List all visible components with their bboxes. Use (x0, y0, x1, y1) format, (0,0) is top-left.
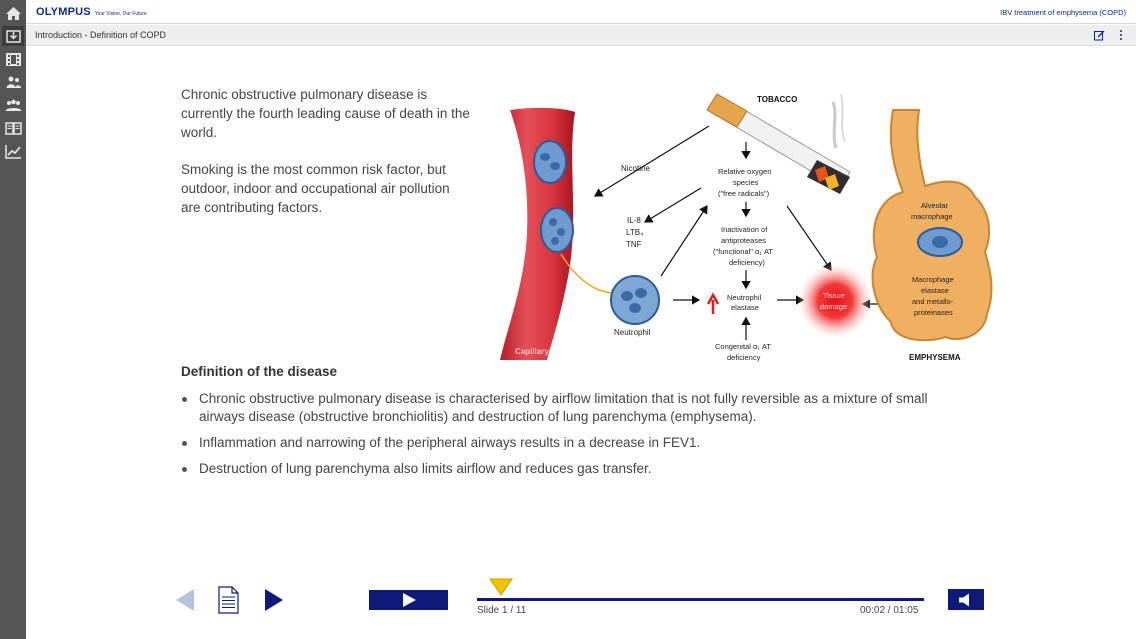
volume-button[interactable] (948, 589, 984, 610)
cytokine-label: TNF (626, 240, 642, 249)
neutrophil-label: Neutrophil (614, 328, 651, 337)
users-icon (6, 76, 21, 88)
notes-button[interactable] (218, 586, 239, 614)
film-icon (5, 52, 21, 66)
progress-timeline[interactable] (477, 598, 924, 601)
capillary-label: Capillary (515, 347, 549, 356)
chart-icon (4, 144, 21, 159)
previous-slide-button[interactable] (174, 588, 196, 612)
cytokine-label: LTB₄ (626, 228, 643, 237)
pathway-arrows (593, 125, 887, 340)
download-button[interactable] (2, 26, 24, 46)
download-icon (5, 29, 21, 43)
slide-counter: Slide 1 / 11 (477, 605, 527, 616)
tissue-damage-label: Tissue (823, 291, 845, 300)
play-icon (402, 593, 416, 607)
tissue-damage-label: damage (820, 302, 847, 311)
tobacco-label: TOBACCO (757, 95, 797, 104)
congenital-label: Congenital α₁ AT (715, 342, 771, 351)
play-button[interactable] (369, 590, 448, 610)
group-button[interactable] (2, 95, 24, 115)
brand-tagline: Your Vision, Our Future (94, 11, 147, 17)
intro-paragraph: Smoking is the most common risk factor, … (181, 162, 450, 215)
group-icon (5, 99, 21, 111)
macrophage-elastase-label: elastase (921, 286, 949, 295)
home-button[interactable] (2, 3, 24, 23)
migration-arrow (560, 253, 614, 294)
next-arrow-icon (265, 589, 283, 611)
edit-icon[interactable] (1094, 30, 1105, 41)
diagram-svg: Capillary Neutrophil (500, 93, 993, 362)
inactivation-label: Inactivation of (721, 225, 768, 234)
alveolar-macrophage-label: macrophage (911, 212, 953, 221)
bullet-item: Chronic obstructive pulmonary disease is… (181, 390, 971, 426)
inactivation-label: deficiency) (729, 258, 765, 267)
intro-paragraph: Chronic obstructive pulmonary disease is… (181, 87, 470, 140)
timeline-scrubber[interactable] (489, 578, 514, 596)
intro-text: Chronic obstructive pulmonary disease is… (181, 85, 471, 235)
inactivation-label: ("functional" α₁ AT (713, 247, 773, 256)
increase-arrow-icon (706, 292, 720, 314)
more-options-icon[interactable] (1118, 29, 1124, 41)
library-button[interactable] (2, 118, 24, 138)
tissue-damage-glow (797, 263, 873, 339)
breadcrumb: Introduction - Definition of COPD (35, 30, 167, 40)
blood-cell (540, 207, 574, 253)
book-icon (4, 121, 22, 135)
course-title: IBV treatment of emphysema (COPD) (1000, 8, 1126, 17)
neutrophil-elastase-label: elastase (731, 303, 759, 312)
macrophage-elastase-label: proteinases (914, 308, 953, 317)
next-slide-button[interactable] (263, 588, 285, 612)
speaker-icon (959, 593, 969, 606)
copd-pathogenesis-diagram: Capillary Neutrophil (495, 82, 995, 367)
breadcrumb-bar: Introduction - Definition of COPD (26, 25, 1136, 46)
brand-name: OLYMPUS (36, 6, 91, 18)
congenital-label: deficiency (727, 353, 761, 362)
home-icon (5, 6, 21, 20)
inactivation-label: antiproteases (721, 236, 766, 245)
definition-heading: Definition of the disease (181, 364, 338, 379)
cigarette-illustration (706, 93, 851, 194)
blood-cell (533, 140, 567, 184)
cytokine-label: IL-8 (627, 216, 641, 225)
ros-label: Relative oxygen (718, 167, 771, 176)
bullet-item: Destruction of lung parenchyma also limi… (181, 460, 971, 478)
neutrophil-elastase-label: Neutrophil (727, 293, 762, 302)
brand-logo: OLYMPUS Your Vision, Our Future (36, 6, 147, 18)
document-icon (218, 586, 239, 614)
definition-bullets: Chronic obstructive pulmonary disease is… (181, 390, 971, 486)
macrophage-elastase-label: Macrophage (912, 275, 954, 284)
ros-label: ("free radicals") (718, 189, 770, 198)
alveoli-illustration (871, 109, 993, 342)
emphysema-label: EMPHYSEMA (909, 353, 961, 362)
nicotine-label: Nicotine (621, 164, 650, 173)
video-button[interactable] (2, 49, 24, 69)
alveolar-macrophage-label: Alveolar (921, 201, 949, 210)
ros-label: species (733, 178, 759, 187)
progress-button[interactable] (2, 141, 24, 161)
left-nav-rail (0, 0, 26, 639)
macrophage-elastase-label: and metallo- (912, 297, 954, 306)
time-readout: 00:02 / 01:05 (860, 605, 919, 616)
bullet-item: Inflammation and narrowing of the periph… (181, 434, 971, 452)
top-header: OLYMPUS Your Vision, Our Future IBV trea… (26, 0, 1136, 24)
neutrophil-cell (610, 275, 660, 325)
users-button[interactable] (2, 72, 24, 92)
prev-arrow-icon (176, 589, 194, 611)
